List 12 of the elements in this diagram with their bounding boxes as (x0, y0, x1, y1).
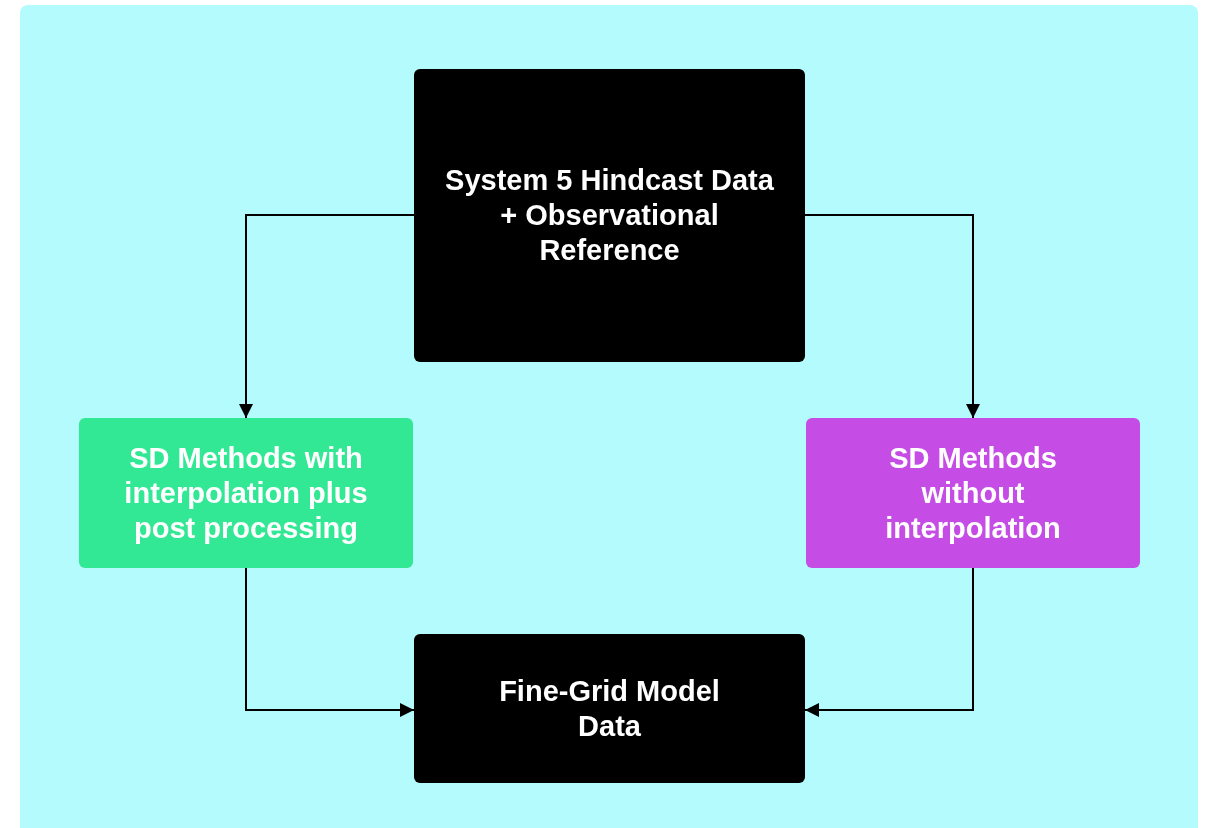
arrow (245, 567, 415, 717)
box-label: SD Methods with interpolation plus post processing (123, 440, 369, 546)
box-label: System 5 Hindcast Data + Observational Reference (444, 163, 775, 268)
process-box (806, 418, 1140, 568)
arrow (239, 214, 415, 419)
arrow (804, 214, 980, 419)
process-box (414, 634, 805, 783)
process-box (79, 418, 413, 568)
process-box (414, 69, 805, 362)
box-label: Fine-Grid Model Data (498, 673, 721, 744)
box-label: SD Methods without interpolation (884, 440, 1062, 546)
arrow (804, 567, 974, 717)
